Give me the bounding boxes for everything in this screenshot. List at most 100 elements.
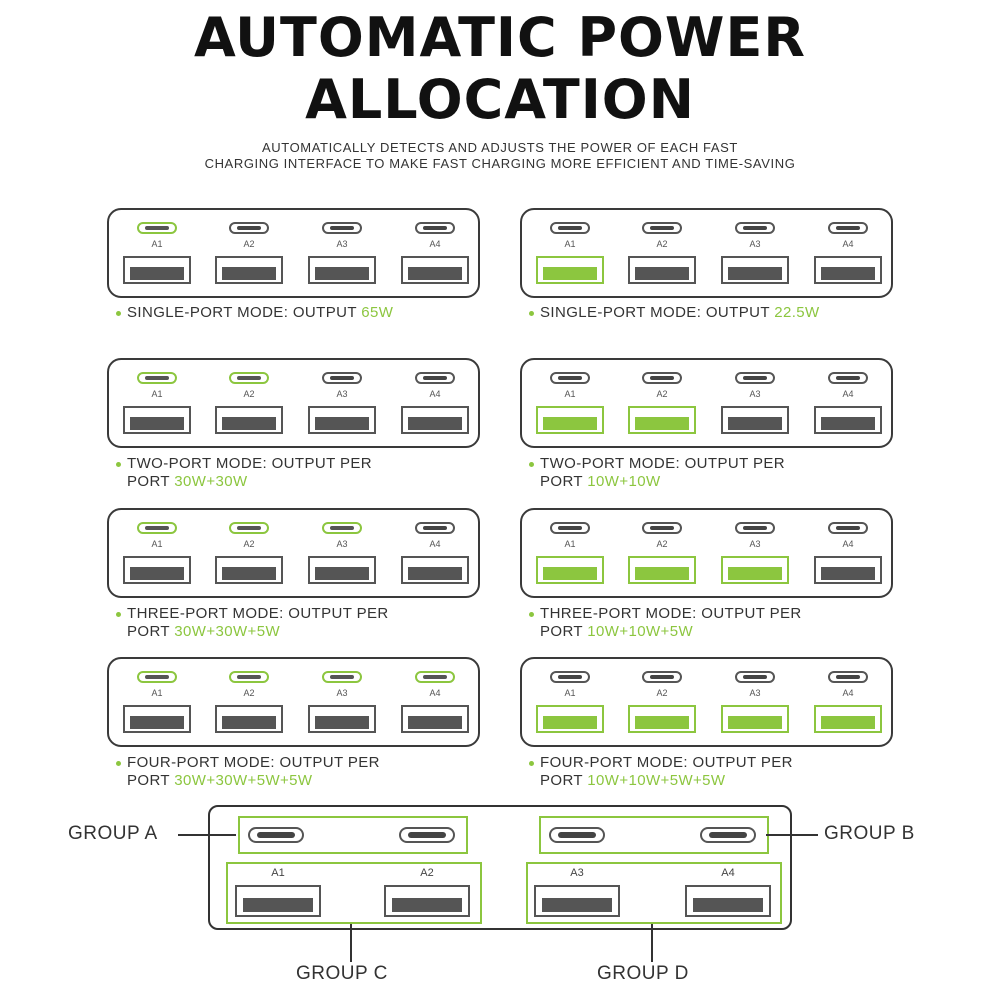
usb-c-port-icon	[229, 522, 269, 534]
bullet-icon	[116, 310, 121, 316]
usb-a-port-icon	[721, 256, 789, 284]
usb-c-port-icon	[229, 671, 269, 683]
usb-c-port-icon	[550, 671, 590, 683]
usb-a-port-icon	[123, 256, 191, 284]
output-value: 65W	[361, 304, 394, 321]
port-label: A2	[656, 389, 668, 399]
output-value: 30W+30W	[174, 473, 248, 490]
usb-a-port-4-icon	[685, 885, 771, 917]
usb-c-port-icon	[229, 372, 269, 384]
usb-a-port-icon	[401, 556, 469, 584]
port-label: A3	[749, 539, 761, 549]
port-label: A1	[151, 688, 163, 698]
group-a-box	[238, 816, 468, 854]
usb-a-port-icon	[215, 406, 283, 434]
usb-a-port-icon	[814, 406, 882, 434]
usb-a-port-icon	[308, 705, 376, 733]
output-value: 10W+10W	[587, 473, 661, 490]
usb-a-port-icon	[814, 705, 882, 733]
port-label: A1	[564, 239, 576, 249]
usb-a-port-icon	[401, 705, 469, 733]
port-label: A4	[842, 239, 854, 249]
usb-a-port-icon	[536, 256, 604, 284]
port-label-a3: A3	[570, 867, 584, 879]
port-label: A4	[842, 539, 854, 549]
usb-c-port-icon	[735, 522, 775, 534]
usb-c-port-icon	[322, 671, 362, 683]
usb-a-port-icon	[536, 705, 604, 733]
caption-text-line-2: PORT	[127, 473, 175, 490]
usb-a-port-1-icon	[235, 885, 321, 917]
port-label: A2	[243, 688, 255, 698]
usb-c-port-3-icon	[549, 827, 605, 843]
output-value: 10W+10W+5W	[587, 623, 694, 640]
usb-a-port-icon	[401, 256, 469, 284]
usb-c-port-icon	[137, 372, 177, 384]
caption-text-line-2: PORT	[540, 772, 588, 789]
caption-text: TWO-PORT MODE: OUTPUT PER	[127, 455, 373, 472]
output-value: 30W+30W+5W+5W	[174, 772, 313, 789]
usb-c-port-icon	[735, 222, 775, 234]
group-c-label: GROUP C	[296, 963, 388, 984]
group-a-label: GROUP A	[68, 823, 158, 844]
group-d-connector	[651, 924, 653, 962]
usb-a-port-icon	[308, 406, 376, 434]
port-label: A2	[656, 688, 668, 698]
port-label: A3	[336, 239, 348, 249]
port-label: A1	[151, 239, 163, 249]
port-label: A3	[336, 688, 348, 698]
port-label: A3	[749, 389, 761, 399]
usb-a-port-icon	[536, 556, 604, 584]
bullet-icon	[116, 461, 121, 467]
usb-a-port-icon	[401, 406, 469, 434]
usb-c-port-icon	[735, 372, 775, 384]
usb-a-port-icon	[628, 256, 696, 284]
usb-a-port-icon	[123, 556, 191, 584]
port-label-a4: A4	[721, 867, 735, 879]
usb-a-port-icon	[721, 556, 789, 584]
usb-c-port-icon	[550, 222, 590, 234]
output-value: 30W+30W+5W	[174, 623, 281, 640]
port-label: A1	[151, 539, 163, 549]
usb-c-port-icon	[415, 671, 455, 683]
usb-a-port-icon	[308, 556, 376, 584]
group-b-connector	[766, 834, 818, 836]
usb-a-port-3-icon	[534, 885, 620, 917]
port-label: A2	[656, 239, 668, 249]
usb-c-port-icon	[642, 522, 682, 534]
output-value: 10W+10W+5W+5W	[587, 772, 726, 789]
caption-text-line-2: PORT	[127, 623, 175, 640]
usb-c-port-icon	[828, 522, 868, 534]
title-line-1: AUTOMATIC POWER	[194, 6, 806, 69]
usb-c-port-icon	[229, 222, 269, 234]
usb-c-port-icon	[137, 671, 177, 683]
port-label: A1	[564, 539, 576, 549]
group-c-box	[226, 862, 482, 924]
bullet-icon	[529, 461, 534, 467]
usb-a-port-icon	[215, 256, 283, 284]
port-label: A1	[151, 389, 163, 399]
usb-c-port-icon	[415, 372, 455, 384]
usb-c-port-icon	[415, 522, 455, 534]
usb-a-port-icon	[215, 556, 283, 584]
usb-c-port-icon	[828, 222, 868, 234]
port-label: A3	[336, 389, 348, 399]
usb-a-port-icon	[721, 705, 789, 733]
caption-text: THREE-PORT MODE: OUTPUT PER	[540, 605, 802, 622]
port-label: A2	[656, 539, 668, 549]
caption-text-line-2: PORT	[127, 772, 175, 789]
port-label-a1: A1	[271, 867, 285, 879]
usb-c-port-icon	[828, 372, 868, 384]
usb-a-port-icon	[721, 406, 789, 434]
caption-text: FOUR-PORT MODE: OUTPUT PER	[127, 754, 380, 771]
usb-a-port-icon	[536, 406, 604, 434]
